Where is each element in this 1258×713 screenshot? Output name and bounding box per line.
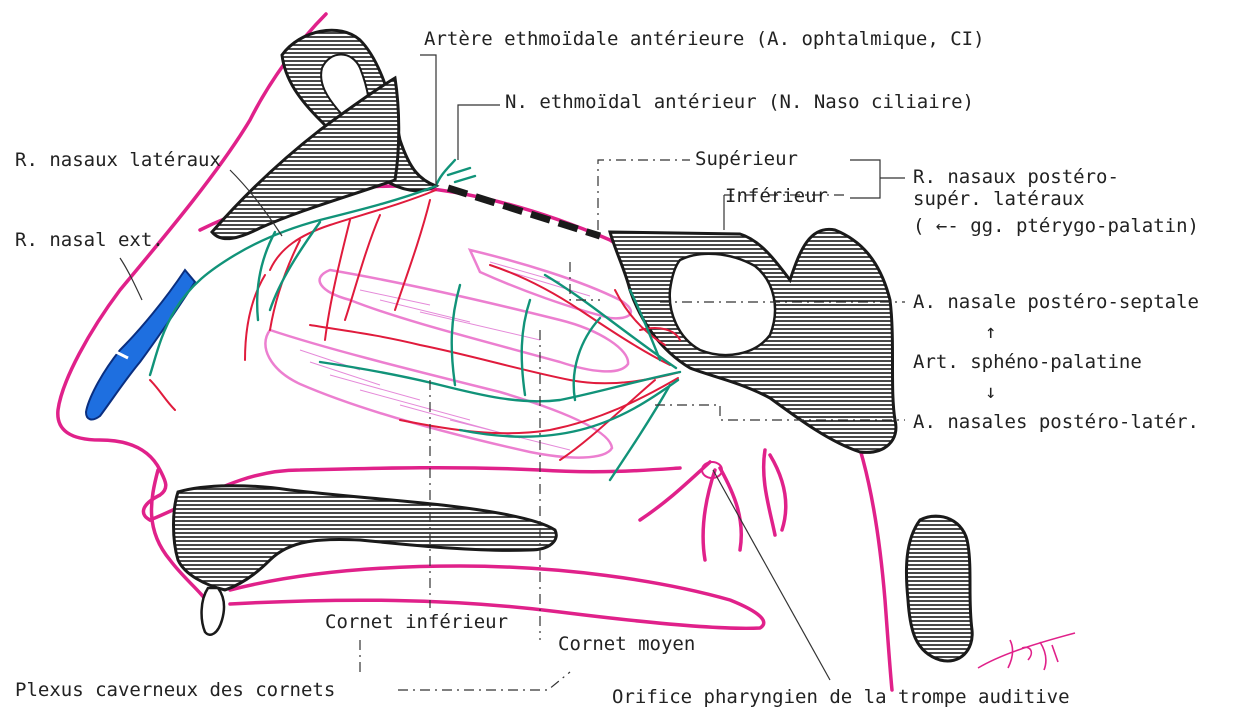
- sphenoid-sinus: [670, 254, 775, 355]
- label-sphenopalatine: Art. sphéno-palatine: [913, 351, 1142, 373]
- label-posteroseptal: A. nasale postéro-septale: [913, 291, 1199, 313]
- middle-turbinate: [320, 270, 628, 371]
- label-middle-turbinate: Cornet moyen: [558, 633, 695, 655]
- label-auditive-tube: Orifice pharyngien de la trompe auditive: [612, 686, 1070, 708]
- incisor-tooth: [202, 588, 225, 635]
- label-inferior-turbinate: Cornet inférieur: [325, 611, 508, 633]
- label-cavernous-plexus: Plexus caverneux des cornets: [15, 679, 335, 701]
- label-external-nasal-branch: R. nasal ext.: [15, 229, 164, 251]
- auditory-tube-cartilage: [640, 450, 786, 560]
- arrow-down: ↓: [985, 381, 996, 403]
- label-posterosuperior-line2: supér. latéraux: [913, 188, 1085, 210]
- label-pterygopalatine: ( ←- gg. ptérygo-palatin): [913, 215, 1199, 237]
- label-ethmoid-artery: Artère ethmoïdale antérieure (A. ophtalm…: [424, 28, 985, 50]
- label-posterolateral: A. nasales postéro-latér.: [913, 411, 1199, 433]
- artist-signature: [978, 633, 1075, 670]
- label-inferior: Inférieur: [725, 185, 828, 207]
- nasal-profile-outline: [58, 14, 326, 520]
- vomer-posterior-bone: [906, 516, 972, 661]
- arrow-up: ↑: [985, 321, 996, 343]
- label-ethmoid-nerve: N. ethmoïdal antérieur (N. Naso ciliaire…: [505, 91, 974, 113]
- maxilla-palatine-bone: [174, 486, 557, 590]
- label-superior: Supérieur: [695, 148, 798, 170]
- label-posterosuperior-line1: R. nasaux postéro-: [913, 166, 1119, 188]
- label-lateral-nasal-branches: R. nasaux latéraux: [15, 149, 221, 171]
- nasal-cartilage: [86, 270, 195, 419]
- pharynx-outline: [850, 420, 892, 690]
